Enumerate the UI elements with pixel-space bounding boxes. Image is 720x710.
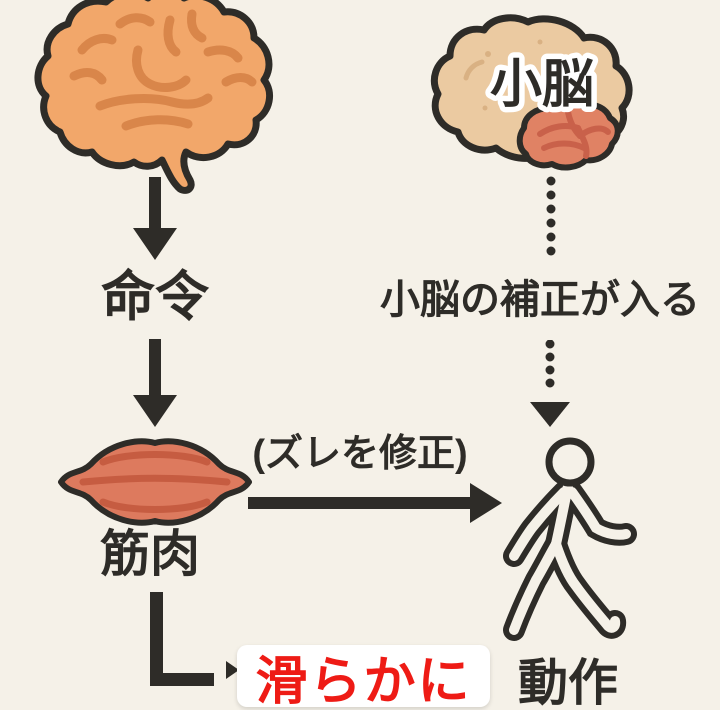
- brain-icon: [34, 0, 274, 194]
- arrow-right-muscle-to-action-icon: [248, 483, 502, 523]
- correction-note-label: 小脳の補正が入る: [380, 278, 700, 322]
- action-label: 動作: [518, 655, 618, 710]
- arrow-down-brain-to-command-icon: [133, 177, 177, 260]
- mini-arrowhead-icon: [226, 661, 239, 679]
- cerebellum-label: 小脳: [484, 51, 599, 119]
- muscle-icon: [58, 438, 252, 526]
- walking-person-icon: [503, 437, 637, 641]
- dotted-line-cerebellum-icon: [546, 176, 556, 257]
- fix-note-label: (ズレを修正): [252, 433, 468, 475]
- elbow-connector: [150, 592, 214, 686]
- svg-text:小脳: 小脳: [490, 56, 594, 114]
- command-label: 命令: [101, 267, 209, 327]
- dotted-arrow-to-action-icon: [530, 340, 570, 427]
- cerebellum-icon: [431, 14, 633, 171]
- smooth-note-box: 滑らかに: [237, 645, 490, 710]
- muscle-label: 筋肉: [100, 526, 200, 582]
- smooth-label: 滑らかに: [255, 652, 472, 710]
- arrow-down-command-to-muscle-icon: [133, 339, 177, 427]
